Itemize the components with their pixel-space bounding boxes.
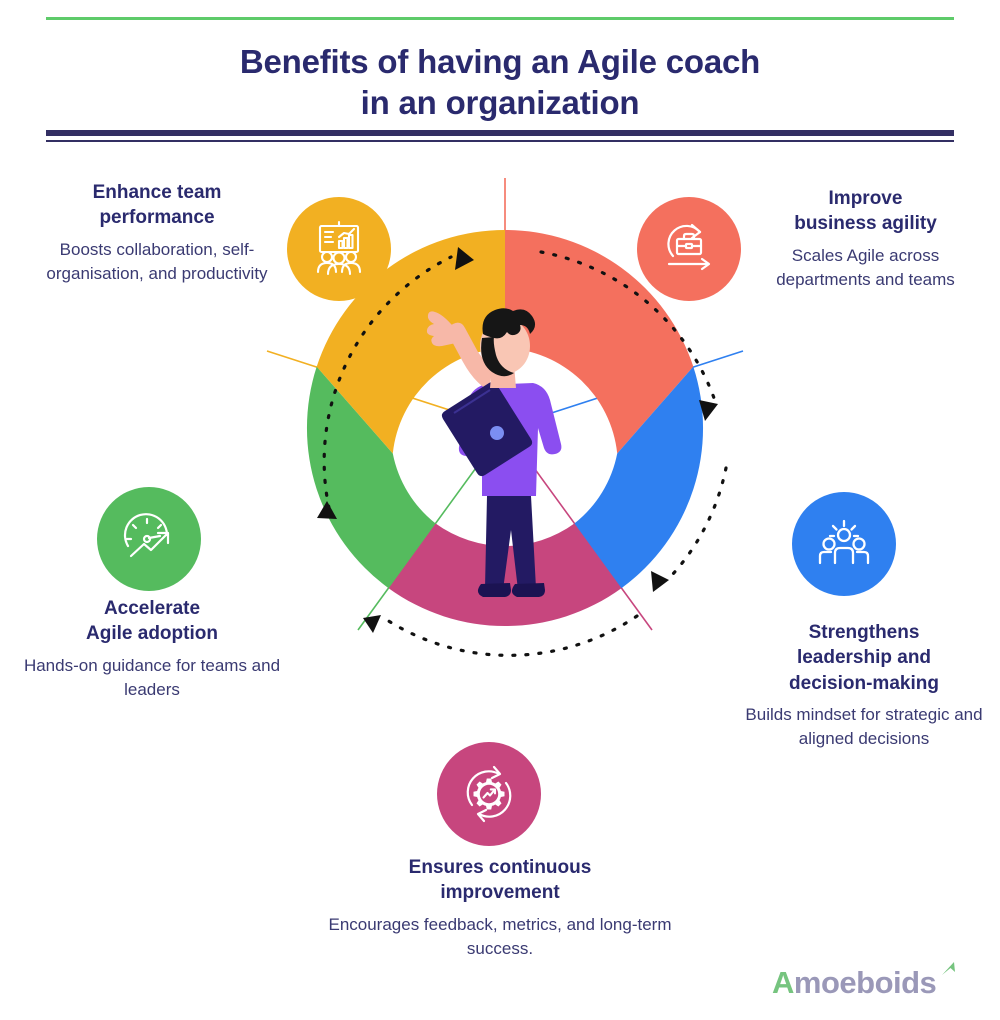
benefit-block-strengthens-leadership: Strengthens leadership and decision-maki… [740, 620, 988, 751]
benefit-heading-line-1: Enhance team [92, 182, 222, 203]
benefit-block-improve-business-agility: Improve business agility Scales Agile ac… [753, 186, 978, 292]
logo-wordmark: moeboids [793, 965, 937, 1000]
segment-improve-business-agility-arc [505, 230, 694, 454]
logo-lead-letter: A [772, 965, 794, 1000]
page-title-line-2: in an organization [360, 83, 640, 121]
icon-badge-enhance-team-performance [287, 197, 391, 301]
benefit-heading-line-2: business agility [794, 213, 937, 235]
benefit-description: Builds mindset for strategic and aligned… [745, 704, 983, 748]
header-bottom-rule-thick [46, 130, 954, 136]
benefit-heading-line-1: Accelerate [103, 598, 201, 619]
speedometer-growth-icon [118, 508, 180, 570]
benefit-description: Hands-on guidance for teams and leaders [23, 655, 281, 699]
benefit-description: Scales Agile across departments and team… [776, 245, 955, 289]
benefit-heading: Improve business agility [753, 186, 978, 237]
cycle-dashed-arrows [322, 250, 728, 657]
segment-accelerate-agile-adoption [306, 366, 436, 589]
benefit-description: Encourages feedback, metrics, and long-t… [328, 914, 672, 958]
leadership-group-icon [813, 513, 875, 575]
benefit-heading: Enhance team performance [22, 180, 292, 231]
benefit-heading: Accelerate Agile adoption [14, 596, 290, 647]
benefit-heading-line-1: Improve [828, 188, 903, 209]
benefit-heading-line-2: performance [99, 207, 215, 229]
benefit-heading-line-1: Strengthens [808, 622, 920, 643]
icon-badge-strengthens-leadership [792, 492, 896, 596]
cycle-arrowheads [317, 247, 718, 633]
gear-cycle-growth-icon [458, 763, 520, 825]
page-title-line-1: Benefits of having an Agile coach [239, 43, 761, 80]
benefit-block-enhance-team-performance: Enhance team performance Boosts collabor… [22, 180, 292, 286]
page-title: Benefits of having an Agile coach in an … [0, 42, 1000, 124]
icon-badge-accelerate-agile-adoption [97, 487, 201, 591]
icon-badge-ensures-continuous-improvement [437, 742, 541, 846]
segment-enhance-team-performance [316, 229, 505, 454]
benefits-donut-wheel [255, 178, 755, 678]
benefit-heading-line-3: decision-making [789, 672, 939, 694]
agile-coach-illustration [426, 308, 562, 597]
header-bottom-rule-thin [46, 140, 954, 142]
benefit-heading: Strengthens leadership and decision-maki… [740, 620, 988, 696]
donut-segments [306, 229, 704, 627]
benefit-block-accelerate-agile-adoption: Accelerate Agile adoption Hands-on guida… [14, 596, 290, 702]
benefit-heading-line-2: Agile adoption [86, 623, 218, 645]
benefit-description: Boosts collaboration, self-organisation,… [46, 239, 268, 283]
benefit-heading-line-2: leadership and [796, 647, 932, 669]
benefit-heading-line-1: Ensures continuous [408, 857, 592, 878]
briefcase-cycle-icon [658, 218, 720, 280]
team-presentation-icon [308, 218, 370, 280]
logo-arrow-icon [938, 953, 958, 984]
icon-badge-improve-business-agility [637, 197, 741, 301]
benefit-block-ensures-continuous-improvement: Ensures continuous improvement Encourage… [300, 855, 700, 961]
header-top-rule [46, 17, 954, 20]
benefit-heading: Ensures continuous improvement [300, 855, 700, 906]
segment-strengthens-leadership [574, 366, 704, 589]
benefit-heading-line-2: improvement [440, 882, 560, 904]
